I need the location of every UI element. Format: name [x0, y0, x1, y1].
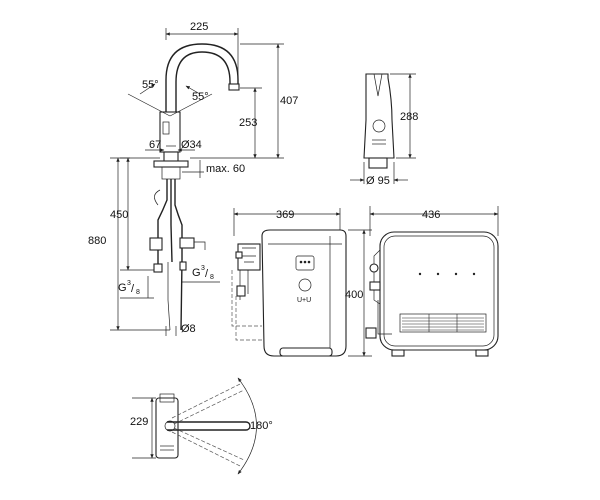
faucet-spout — [165, 43, 239, 140]
depth-880-label: 880 — [88, 235, 106, 247]
thread-left-g: G — [118, 282, 127, 294]
faucet-top-body — [155, 397, 179, 459]
filter-width-label: 436 — [422, 209, 440, 221]
spout-tip — [228, 83, 240, 91]
filter-vent — [399, 313, 487, 333]
side-diameter-label: Ø 95 — [366, 175, 390, 187]
boiler-width-label: 369 — [276, 209, 294, 221]
thread-right-num: 3 — [201, 265, 205, 272]
faucet-side-body — [363, 73, 395, 159]
filter-housing — [379, 231, 499, 351]
top-depth-label: 229 — [130, 416, 148, 428]
height-407-label: 407 — [280, 95, 298, 107]
filter-unit: 436 — [365, 206, 499, 357]
boiler-height-label: 400 — [345, 289, 363, 301]
valve-left — [149, 237, 163, 251]
faucet-top-view: 180° 229 — [130, 377, 273, 475]
height-253-label: 253 — [239, 117, 257, 129]
depth-450-label: 450 — [110, 209, 128, 221]
side-height-288-label: 288 — [400, 111, 418, 123]
max-60-label: max. 60 — [206, 163, 245, 175]
angle-right-label: 55° — [192, 91, 209, 103]
boiler-logo: U+U — [297, 297, 311, 304]
thread-right-den: 8 — [210, 274, 214, 281]
thread-left-den: 8 — [136, 289, 140, 296]
valve-right — [179, 237, 195, 249]
svg-text:/: / — [131, 283, 135, 295]
boiler-body — [261, 229, 347, 357]
hose-diameter-label: Ø8 — [181, 323, 196, 335]
diameter-34-label: Ø34 — [181, 139, 202, 151]
boiler-button-icon — [298, 278, 312, 292]
boiler-display — [295, 255, 315, 271]
faucet-front-view: 55° 55° 225 407 253 67 Ø3 — [88, 21, 298, 336]
faucet-side-view: 288 Ø 95 — [350, 73, 418, 187]
angle-left-label: 55° — [142, 79, 159, 91]
width-225-label: 225 — [190, 21, 208, 33]
filter-connector — [365, 327, 377, 339]
svg-text:/: / — [205, 268, 209, 280]
thread-right-g: G — [192, 267, 201, 279]
thread-left-num: 3 — [127, 280, 131, 287]
hose-left — [157, 179, 168, 270]
boiler-unit: 369 U+U 400 — [231, 208, 372, 357]
rotation-label: 180° — [250, 420, 273, 432]
offset-67-label: 67 — [149, 139, 161, 151]
